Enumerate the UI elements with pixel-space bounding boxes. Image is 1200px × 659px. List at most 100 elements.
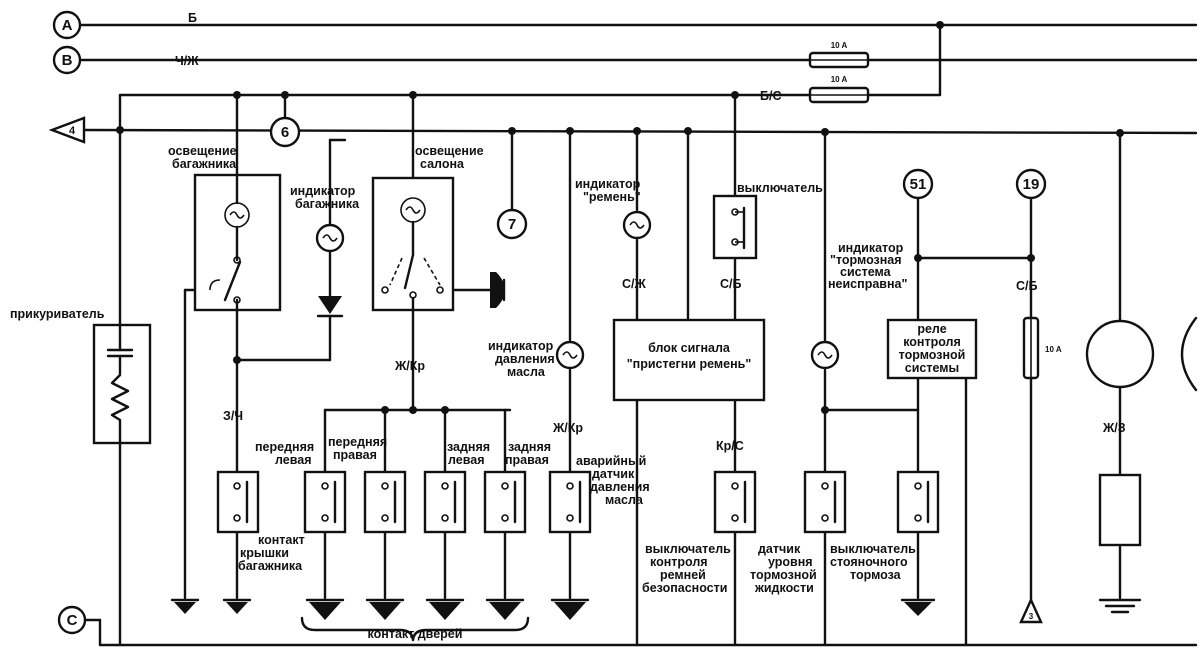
chassis-ground-icon: [490, 272, 506, 308]
ground-ref-3: 3: [1019, 597, 1043, 624]
contact-door-rear-right: [483, 470, 527, 534]
contact-parking-brake: [896, 470, 940, 534]
arrow-connector-label: 4: [69, 125, 76, 137]
contact-brake-fluid: [803, 470, 847, 534]
belt-switch-label-1: выключатель: [645, 542, 731, 556]
parking-brake-label-3: тормоза: [850, 568, 902, 582]
trunk-light-module: [193, 173, 282, 312]
contact-belt-switch: [713, 470, 757, 534]
oil-indicator-label-3: масла: [507, 365, 546, 379]
wire-label-zhkr-2: Ж/Кр: [552, 421, 583, 435]
node-6-label: 6: [281, 124, 289, 141]
component-labels: прикуриватель освещение багажника индика…: [10, 144, 965, 595]
rear-left-label-2: левая: [448, 453, 485, 467]
relay-label-4: системы: [905, 361, 959, 375]
trunk-light-label-1: освещение: [168, 144, 237, 158]
ground-icon: [222, 598, 252, 614]
diode: [316, 296, 344, 318]
wire-label-b: Б: [188, 11, 197, 25]
relay-label-3: тормозной: [899, 348, 966, 362]
arrow-connector-4: 4: [48, 116, 86, 144]
wire-label-szh: С/Ж: [622, 277, 647, 291]
wire-label-krs: Кр/С: [716, 439, 744, 453]
brake-fluid-label-3: тормозной: [750, 568, 817, 582]
oil-indicator-label-2: давления: [495, 352, 555, 366]
contact-trunk-lid: [216, 470, 260, 534]
node-19: 19: [1015, 168, 1047, 200]
belt-indicator-label-1: индикатор: [575, 177, 641, 191]
brake-fluid-label-1: датчик: [758, 542, 801, 556]
fuse-1: 10 A: [808, 41, 870, 69]
ground-icon: [170, 598, 200, 614]
ground-ref-3-label: 3: [1029, 612, 1034, 621]
node-19-label: 19: [1023, 176, 1040, 193]
ground-icon: [485, 598, 525, 620]
ground-icon: [305, 598, 345, 620]
switch-label: выключатель: [737, 181, 823, 195]
trunk-indicator-lamp: [315, 223, 345, 253]
belt-unit-label-1: блок сигнала: [648, 341, 731, 355]
brake-indicator-label-2: "тормозная: [830, 253, 902, 267]
trunk-light-label-2: багажника: [172, 157, 237, 171]
belt-indicator-label-2: "ремень": [583, 190, 641, 204]
oil-sensor-label-2: датчик: [592, 467, 635, 481]
relay-label-1: реле: [917, 322, 946, 336]
trunk-contact-label-2: крышки: [240, 546, 289, 560]
brake-indicator-label-1: индикатор: [838, 241, 904, 255]
brake-fluid-label-2: уровня: [768, 555, 813, 569]
ground-icon: [1098, 598, 1142, 614]
gauge: [1085, 316, 1198, 547]
node-51: 51: [902, 168, 934, 200]
fuse-1-label: 10 A: [831, 41, 848, 50]
rear-right-label-1: задняя: [508, 440, 551, 454]
wire-label-bs: Б/С: [760, 89, 781, 103]
belt-switch-label-4: безопасности: [642, 581, 727, 595]
brake-warning-lamp: [810, 340, 840, 370]
brake-fluid-label-4: жидкости: [754, 581, 814, 595]
bus-a-label: A: [62, 17, 73, 34]
front-left-label-1: передняя: [255, 440, 314, 454]
contact-door-front-right: [363, 470, 407, 534]
rear-right-label-2: правая: [505, 453, 549, 467]
belt-signal-unit: [612, 318, 766, 402]
oil-indicator-label-1: индикатор: [488, 339, 554, 353]
cigarette-lighter: [92, 323, 152, 445]
belt-switch-label-3: ремней: [660, 568, 706, 582]
door-contacts-label: контакт дверей: [368, 627, 463, 641]
ground-symbols: 3: [170, 597, 1142, 624]
bus-c-label: C: [67, 612, 78, 629]
cabin-light-label-1: освещение: [415, 144, 484, 158]
node-51-label: 51: [910, 176, 927, 193]
node-7-label: 7: [508, 216, 516, 233]
front-right-label-1: передняя: [328, 435, 387, 449]
parking-brake-label-1: выключатель: [830, 542, 916, 556]
wire-label-zhkr-1: Ж/Кр: [394, 359, 425, 373]
relay-label-2: контроля: [903, 335, 961, 349]
belt-unit-label-2: "пристегни ремень": [627, 357, 752, 371]
door-contacts-bracket: контакт дверей: [300, 616, 530, 642]
oil-sensor-label-1: аварийный: [576, 454, 646, 468]
trunk-contact-label-3: багажника: [238, 559, 303, 573]
fuse-3: 10 A: [1022, 316, 1062, 380]
ground-icon: [900, 598, 936, 616]
contact-door-front-left: [303, 470, 347, 534]
front-right-label-2: правая: [333, 448, 377, 462]
cabin-light-label-2: салона: [420, 157, 465, 171]
wire-label-sb-1: С/Б: [720, 277, 742, 291]
trunk-contact-label-1: контакт: [258, 533, 305, 547]
bus-terminal-c: C: [57, 605, 102, 635]
switch: [712, 194, 758, 260]
bus-terminal-b: B: [52, 45, 82, 75]
contact-oil-sensor: [548, 470, 592, 534]
wire-label-chzh: Ч/Ж: [175, 54, 199, 68]
oil-sensor-label-4: масла: [605, 493, 644, 507]
brake-indicator-label-3: система: [840, 265, 892, 279]
rear-left-label-1: задняя: [447, 440, 490, 454]
contact-door-rear-left: [423, 470, 467, 534]
wire-color-labels: З/Ч Ж/Кр Ж/Кр С/Ж С/Б С/Б Кр/С Ж/З: [223, 277, 1126, 453]
ground-icon: [550, 598, 590, 620]
junction-dots: [116, 21, 1124, 414]
bus-terminal-a: A: [52, 10, 82, 40]
ground-icon: [365, 598, 405, 620]
